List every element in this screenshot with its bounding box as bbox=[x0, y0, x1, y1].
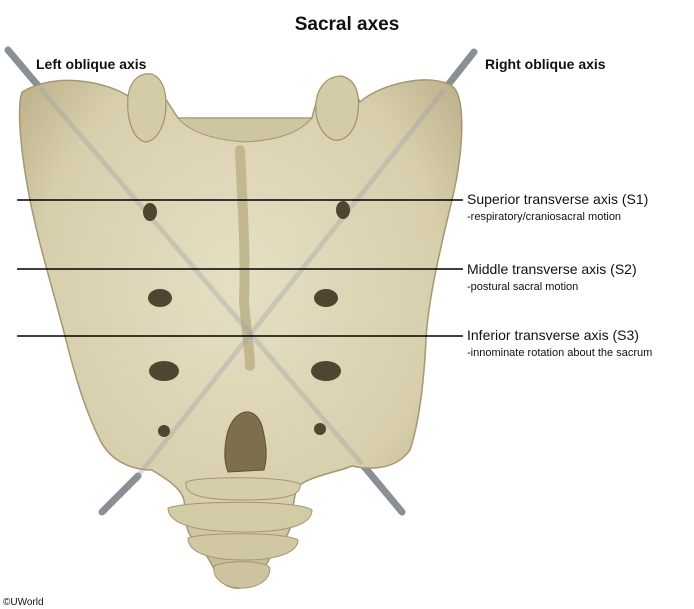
right-oblique-axis-rod-lower bbox=[358, 460, 406, 516]
middle-transverse-axis-label: Middle transverse axis (S2) -postural sa… bbox=[467, 261, 637, 295]
superior-axis-description: -respiratory/craniosacral motion bbox=[467, 211, 622, 223]
sacral-hiatus bbox=[224, 411, 267, 473]
copyright-notice: ©UWorld bbox=[3, 597, 44, 608]
foramen-right-4 bbox=[314, 423, 326, 435]
median-sacral-crest bbox=[235, 145, 255, 371]
superior-transverse-axis-label: Superior transverse axis (S1) -respirato… bbox=[467, 191, 648, 225]
sacral-base bbox=[176, 117, 314, 143]
foramen-left-4 bbox=[158, 425, 170, 437]
middle-axis-name: Middle transverse axis (S2) bbox=[467, 261, 637, 277]
foramen-right-3 bbox=[311, 361, 341, 381]
right-oblique-axis-through bbox=[136, 88, 446, 478]
left-oblique-axis-rod bbox=[4, 46, 44, 92]
foramen-left-3 bbox=[149, 361, 179, 381]
middle-axis-description: -postural sacral motion bbox=[467, 281, 579, 293]
foramen-left-1 bbox=[143, 203, 157, 221]
left-oblique-axis-rod-lower bbox=[98, 472, 142, 516]
coccyx-segment-1 bbox=[185, 477, 301, 501]
left-oblique-axis-label: Left oblique axis bbox=[36, 56, 147, 72]
left-articular-process bbox=[127, 73, 167, 143]
inferior-axis-name: Inferior transverse axis (S3) bbox=[467, 327, 639, 343]
right-articular-process bbox=[315, 75, 360, 141]
foramen-right-1 bbox=[336, 201, 350, 219]
foramen-left-2 bbox=[148, 289, 172, 307]
inferior-axis-description: -innominate rotation about the sacrum bbox=[467, 347, 653, 359]
coccyx-segment-4 bbox=[213, 561, 271, 589]
coccyx-segment-3 bbox=[187, 533, 299, 561]
superior-axis-name: Superior transverse axis (S1) bbox=[467, 191, 649, 207]
left-oblique-axis-through bbox=[38, 86, 364, 466]
diagram-title: Sacral axes bbox=[294, 14, 400, 35]
coccyx-segment-2 bbox=[167, 501, 313, 533]
inferior-transverse-axis-label: Inferior transverse axis (S3) -innominat… bbox=[467, 327, 652, 361]
foramen-right-2 bbox=[314, 289, 338, 307]
right-oblique-axis-label: Right oblique axis bbox=[485, 56, 606, 72]
